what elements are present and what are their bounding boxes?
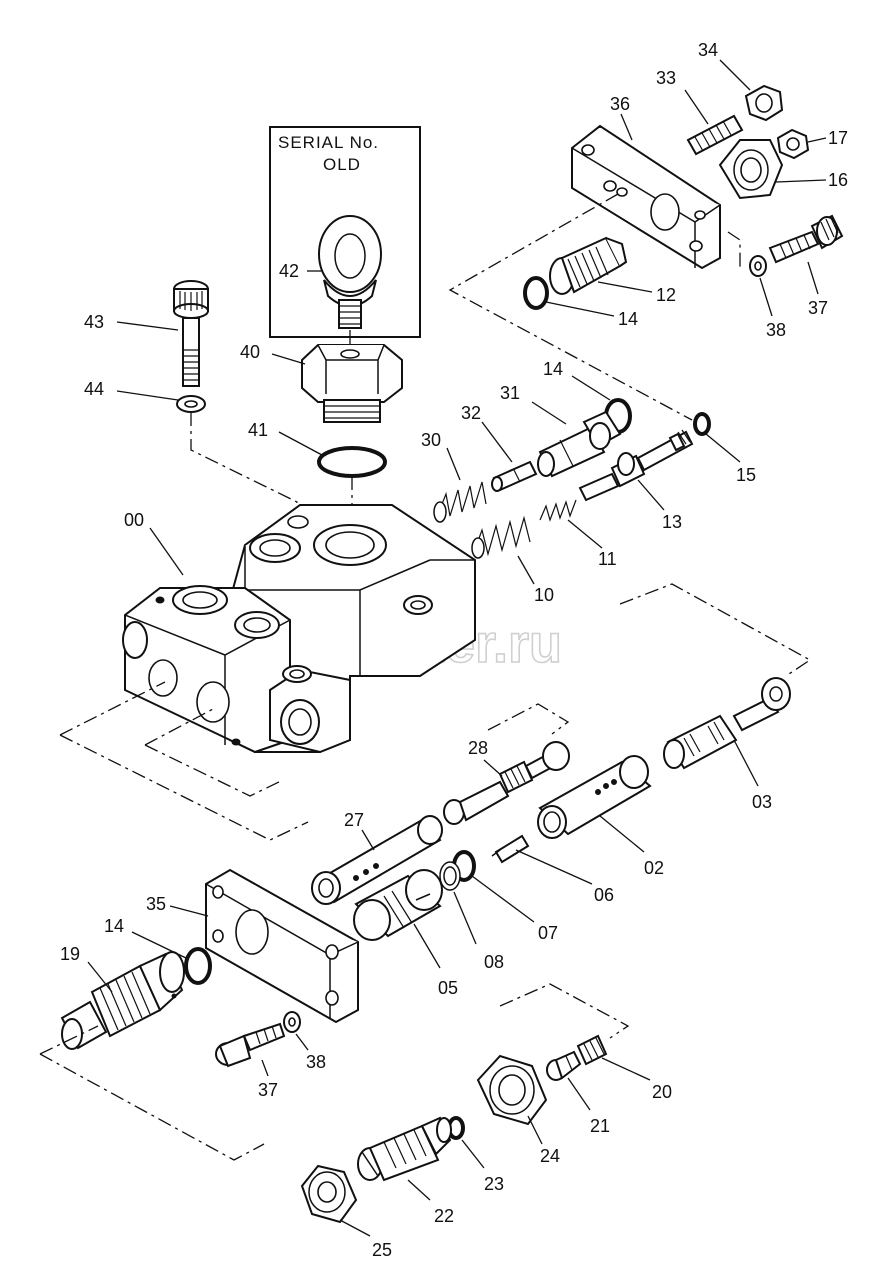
spring-30 [433,481,487,523]
label-34: 34 [698,40,718,60]
label-22: 22 [434,1206,454,1226]
label-14-mid: 14 [543,359,563,379]
label-44: 44 [84,379,104,399]
label-33: 33 [656,68,676,88]
label-27: 27 [344,810,364,830]
nut-16 [718,139,784,200]
oring-41 [317,446,387,478]
nut-25 [300,1164,358,1224]
cover-plate-35 [205,868,359,1024]
label-32: 32 [461,403,481,423]
nut-34 [744,84,784,122]
screw-37-top [768,214,844,264]
pin-32 [491,460,538,492]
screw-37-bottom [215,1022,286,1068]
label-37-top: 37 [808,298,828,318]
label-16: 16 [828,170,848,190]
label-31: 31 [500,383,520,403]
label-25: 25 [372,1240,392,1260]
plug-12 [549,236,628,295]
label-14-bottom: 14 [104,916,124,936]
inset-title-line1: SERIAL No. [278,133,379,152]
label-42: 42 [279,261,299,281]
label-38-top: 38 [766,320,786,340]
label-36: 36 [610,94,630,114]
stud-33 [686,114,744,156]
eye-bolt-42 [318,215,382,329]
label-06: 06 [594,885,614,905]
label-43: 43 [84,312,104,332]
spring-11 [539,499,577,522]
label-07: 07 [538,923,558,943]
washer-44 [176,395,206,413]
label-35: 35 [146,894,166,914]
pin-21 [546,1050,582,1081]
washer-38-bottom [283,1011,301,1033]
label-19: 19 [60,944,80,964]
valve-body-00 [122,504,476,754]
nut-17 [776,128,810,160]
label-30: 30 [421,430,441,450]
serial-old-inset: SERIAL No. OLD [269,126,421,338]
label-37-bottom: 37 [258,1080,278,1100]
label-00: 00 [124,510,144,530]
label-10: 10 [534,585,554,605]
label-21: 21 [590,1116,610,1136]
screw-20 [576,1034,608,1066]
screw-22 [357,1116,452,1182]
label-03: 03 [752,792,772,812]
label-05: 05 [438,978,458,998]
label-11: 11 [598,549,617,569]
plug-19 [60,951,185,1050]
label-02: 02 [644,858,664,878]
bolt-43 [173,280,209,387]
label-20: 20 [652,1082,672,1102]
washer-38-top [749,255,767,277]
label-38-bottom: 38 [306,1052,326,1072]
label-28: 28 [468,738,488,758]
spool-28 [443,741,570,825]
inset-title-line2: OLD [323,155,361,174]
oring-14-bottom [184,947,212,985]
label-17: 17 [828,128,848,148]
oring-14-top [523,276,549,310]
label-12: 12 [656,285,676,305]
sleeve-02 [537,755,652,839]
oring-15 [693,412,711,436]
ring-08 [439,861,461,891]
plug-40 [301,344,403,423]
sleeve-27 [311,815,443,905]
piston-31 [537,410,622,478]
label-40: 40 [240,342,260,362]
nut-24 [476,1054,548,1126]
label-24: 24 [540,1146,560,1166]
label-08: 08 [484,952,504,972]
spool-13 [578,429,694,502]
pin-06 [491,834,530,864]
label-13: 13 [662,512,682,532]
piston-05 [353,869,443,941]
spring-10 [471,515,531,559]
cover-plate-36 [571,124,721,270]
label-41: 41 [248,420,268,440]
spool-03 [663,677,791,770]
label-15: 15 [736,465,756,485]
label-14-top: 14 [618,309,638,329]
label-23: 23 [484,1174,504,1194]
